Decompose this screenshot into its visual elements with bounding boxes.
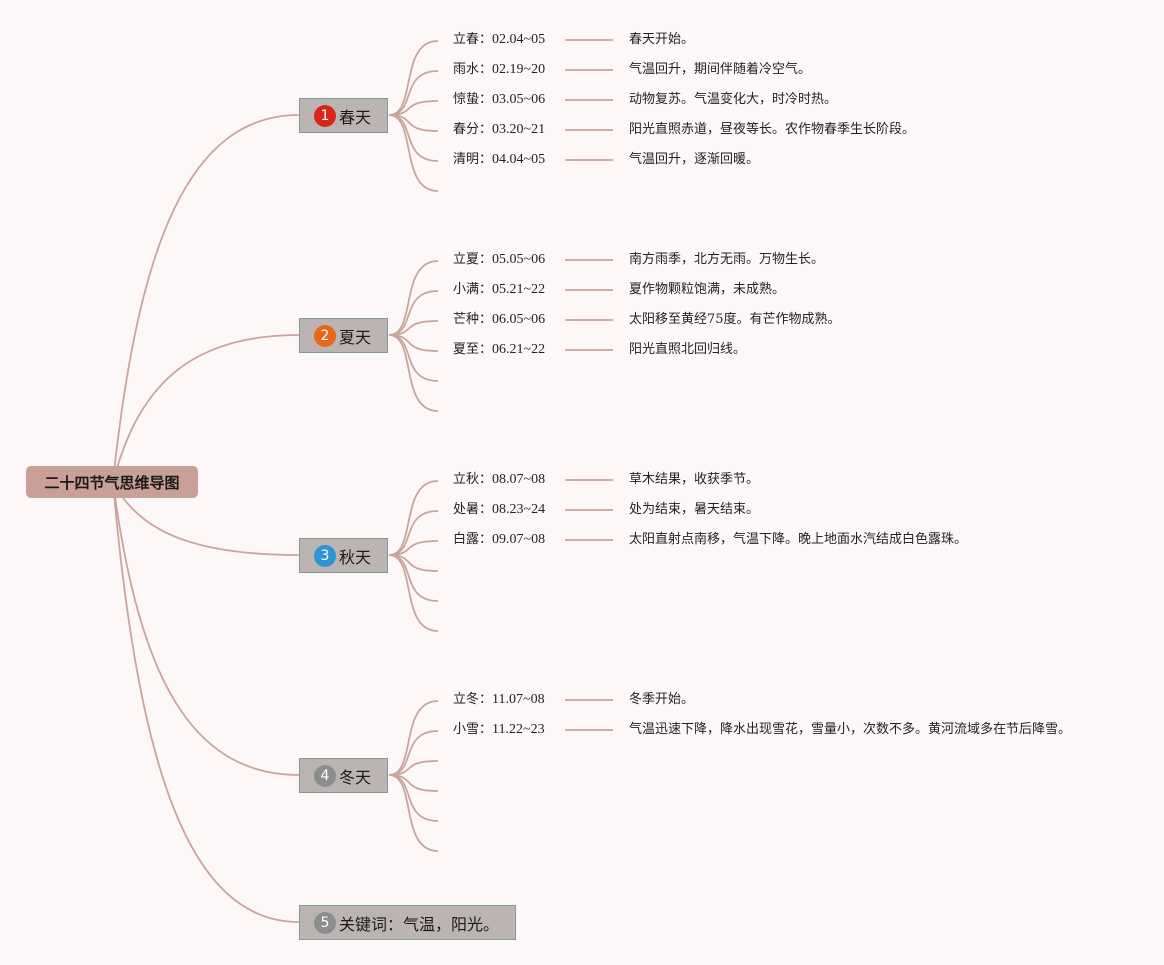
- solar-term[interactable]: 小雪：11.22~23: [453, 722, 545, 738]
- solar-term-description[interactable]: 夏作物颗粒饱满，未成熟。: [629, 282, 786, 297]
- branch-term-line: [388, 334, 439, 382]
- branch-term-line: [388, 70, 439, 116]
- solar-term[interactable]: 春分：03.20~21: [453, 122, 545, 138]
- solar-term[interactable]: 雨水：02.19~20: [453, 62, 545, 78]
- branch-term-line: [388, 290, 439, 336]
- branch-term-line: [388, 730, 439, 776]
- root-branch-line: [112, 114, 300, 483]
- solar-term-name: 小满：: [453, 282, 493, 297]
- solar-term[interactable]: 小满：05.21~22: [453, 282, 545, 298]
- root-branch-line: [112, 481, 300, 556]
- branch-term-line: [388, 480, 439, 556]
- branch-term-line: [388, 334, 439, 412]
- solar-term-name: 立冬：: [453, 692, 493, 707]
- solar-term-name: 小雪：: [453, 722, 493, 737]
- solar-term-name: 立秋：: [453, 472, 493, 487]
- branch-term-line: [388, 260, 439, 336]
- solar-term-description[interactable]: 气温迅速下降，降水出现雪花，雪量小，次数不多。黄河流域多在节后降雪。: [629, 722, 1072, 737]
- branch-term-line: [388, 40, 439, 116]
- solar-term[interactable]: 立夏：05.05~06: [453, 252, 545, 268]
- solar-term-description[interactable]: 春天开始。: [629, 32, 695, 47]
- solar-term-date: 11.22~23: [492, 722, 545, 737]
- solar-term-date: 05.05~06: [492, 252, 546, 267]
- solar-term-date: 08.23~24: [492, 502, 546, 517]
- solar-term-date: 11.07~08: [492, 692, 545, 707]
- solar-term-description[interactable]: 草木结果，收获季节。: [629, 472, 760, 487]
- solar-term-date: 06.21~22: [492, 342, 546, 357]
- solar-term[interactable]: 夏至：06.21~22: [453, 342, 545, 358]
- branch-label: 关键词：气温，阳光。: [339, 914, 500, 934]
- number-badge-icon: 2: [314, 324, 336, 347]
- solar-term-date: 03.20~21: [492, 122, 546, 137]
- solar-term-description[interactable]: 南方雨季，北方无雨。万物生长。: [629, 252, 825, 267]
- branch-term-line: [388, 114, 439, 162]
- number-badge-icon: 5: [314, 911, 336, 934]
- branch-term-line: [388, 554, 439, 632]
- solar-term-description[interactable]: 阳光直照赤道，昼夜等长。农作物春季生长阶段。: [629, 122, 916, 137]
- solar-term-name: 白露：: [453, 532, 493, 547]
- root-node[interactable]: 二十四节气思维导图: [26, 466, 198, 498]
- root-branch-line: [112, 334, 300, 483]
- solar-term-description[interactable]: 太阳移至黄经75度。有芒作物成熟。: [629, 312, 841, 327]
- solar-term-date: 03.05~06: [492, 92, 546, 107]
- number-badge-icon: 3: [314, 544, 336, 567]
- solar-term-name: 惊蛰：: [453, 92, 493, 107]
- solar-term[interactable]: 芒种：06.05~06: [453, 312, 545, 328]
- branch-term-line: [388, 774, 439, 822]
- branch-label: 春天: [339, 107, 372, 127]
- solar-term-name: 立夏：: [453, 252, 493, 267]
- solar-term-description[interactable]: 气温回升，期间伴随着冷空气。: [629, 62, 812, 77]
- solar-term-description[interactable]: 冬季开始。: [629, 692, 695, 707]
- solar-term-description[interactable]: 太阳直射点南移，气温下降。晚上地面水汽结成白色露珠。: [629, 532, 968, 547]
- solar-term[interactable]: 立冬：11.07~08: [453, 692, 545, 708]
- solar-term-name: 处暑：: [453, 502, 493, 517]
- branch-label: 秋天: [339, 547, 372, 567]
- branch-label: 夏天: [339, 327, 372, 347]
- solar-term-name: 立春：: [453, 32, 493, 47]
- solar-term-description[interactable]: 阳光直照北回归线。: [629, 342, 747, 357]
- branch-term-line: [388, 700, 439, 776]
- solar-term-description[interactable]: 处为结束，暑天结束。: [629, 502, 760, 517]
- solar-term-date: 06.05~06: [492, 312, 546, 327]
- number-badge-icon: 4: [314, 764, 336, 787]
- solar-term-name: 雨水：: [453, 62, 493, 77]
- solar-term-name: 芒种：: [453, 312, 493, 327]
- branch-label: 冬天: [339, 767, 372, 787]
- solar-term-description[interactable]: 动物复苏。气温变化大，时冷时热。: [629, 92, 838, 107]
- solar-term-date: 02.19~20: [492, 62, 546, 77]
- solar-term-name: 春分：: [453, 122, 493, 137]
- solar-term-date: 05.21~22: [492, 282, 546, 297]
- number-badge-icon: 1: [314, 104, 336, 127]
- branch-term-line: [388, 554, 439, 602]
- solar-term-name: 清明：: [453, 152, 493, 167]
- solar-term-date: 04.04~05: [492, 152, 546, 167]
- branch-term-line: [388, 114, 439, 192]
- solar-term-date: 08.07~08: [492, 472, 546, 487]
- solar-term[interactable]: 立春：02.04~05: [453, 32, 545, 48]
- solar-term-date: 02.04~05: [492, 32, 546, 47]
- solar-term[interactable]: 处暑：08.23~24: [453, 502, 545, 518]
- solar-term-date: 09.07~08: [492, 532, 546, 547]
- branch-term-line: [388, 774, 439, 852]
- branch-term-line: [388, 510, 439, 556]
- solar-term[interactable]: 惊蛰：03.05~06: [453, 92, 545, 108]
- solar-term[interactable]: 立秋：08.07~08: [453, 472, 545, 488]
- root-branch-line: [112, 481, 300, 776]
- root-branch-line: [112, 481, 300, 923]
- solar-term[interactable]: 白露：09.07~08: [453, 532, 545, 548]
- root-title: 二十四节气思维导图: [44, 473, 180, 492]
- solar-term-name: 夏至：: [453, 342, 493, 357]
- solar-term-description[interactable]: 气温回升，逐渐回暖。: [629, 152, 760, 167]
- solar-term[interactable]: 清明：04.04~05: [453, 152, 545, 168]
